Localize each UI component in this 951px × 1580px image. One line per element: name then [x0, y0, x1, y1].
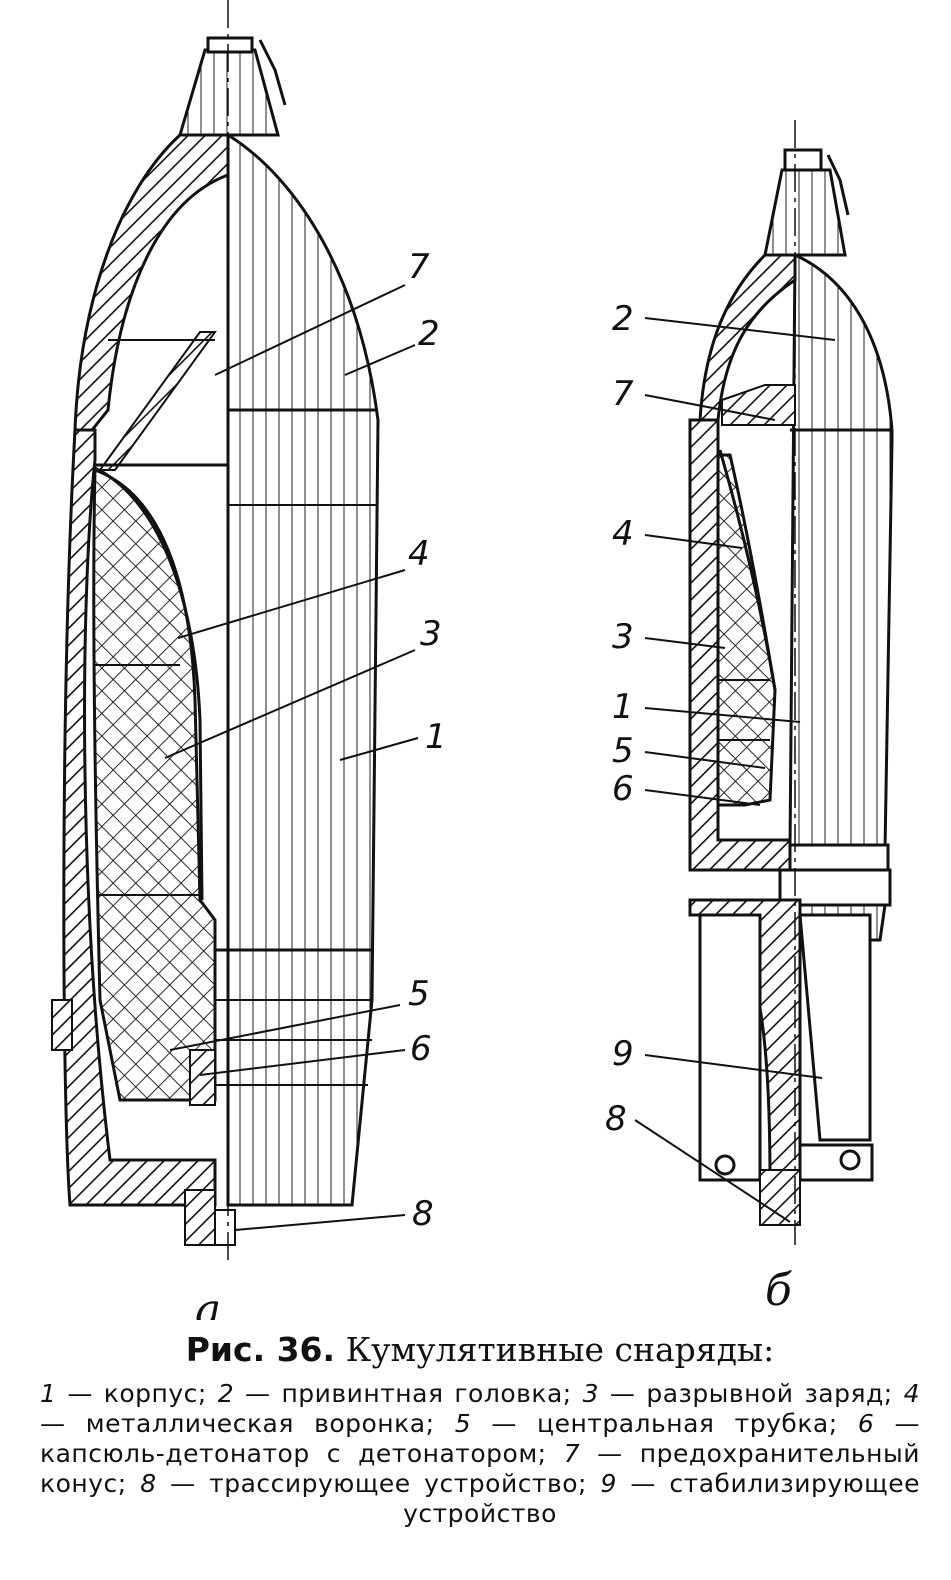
legend-text: — корпус;: [56, 1379, 218, 1408]
legend-number: 5: [454, 1409, 472, 1438]
legend-text: — разрывной заряд;: [599, 1379, 904, 1408]
shell-b-labels: 2 7 4 3 1 5 6 9 8 б: [605, 299, 792, 1316]
callout-a-3: 3: [420, 614, 442, 654]
subfigure-label-b: б: [765, 1265, 792, 1316]
callout-b-1: 1: [612, 687, 634, 727]
callout-a-4: 4: [408, 534, 430, 574]
callout-b-3: 3: [612, 617, 634, 657]
legend-number: 1: [40, 1379, 57, 1408]
legend-number: 4: [903, 1379, 921, 1408]
callout-a-8: 8: [412, 1194, 434, 1234]
shell-a-head-wall: [73, 133, 230, 432]
shell-b-exterior: [788, 252, 894, 852]
shell-a-exterior: [226, 132, 380, 1207]
callout-b-2: 2: [612, 299, 634, 339]
figure-caption: Рис. 36. Кумулятивные снаряды: 1 — корпу…: [40, 1330, 920, 1529]
legend-text: — центральная трубка;: [471, 1409, 858, 1438]
callout-a-2: 2: [418, 314, 440, 354]
callout-a-5: 5: [408, 974, 430, 1014]
legend-text: — предохранительный конус;: [40, 1439, 920, 1498]
shell-a: [51, 0, 380, 1260]
shell-a-body-wall: [62, 428, 217, 1207]
figure-title-text: Кумулятивные снаряды:: [345, 1330, 775, 1369]
shell-b: [688, 120, 894, 1245]
legend-number: 9: [600, 1469, 617, 1498]
callout-b-4: 4: [612, 514, 634, 554]
callout-b-5: 5: [612, 731, 634, 771]
shell-b-leaders: [634, 317, 836, 1223]
figure-legend: 1 — корпус; 2 — привинтная головка; 3 — …: [40, 1379, 920, 1529]
legend-number: 8: [140, 1469, 157, 1498]
callout-b-8: 8: [605, 1099, 627, 1139]
callout-b-6: 6: [612, 769, 634, 809]
callout-b-7: 7: [612, 374, 634, 414]
shell-a-fuze: [177, 48, 280, 137]
figure-number: Рис. 36.: [185, 1330, 336, 1369]
callout-a-7: 7: [408, 247, 430, 287]
legend-text: — привинтная головка;: [234, 1379, 583, 1408]
legend-number: 7: [563, 1439, 581, 1468]
callout-b-9: 9: [612, 1034, 634, 1074]
shell-b-charge: [716, 453, 777, 807]
legend-number: 2: [217, 1379, 235, 1408]
legend-text: — капсюль-детонатор с детонатором;: [40, 1409, 920, 1468]
legend-number: 3: [582, 1379, 600, 1408]
figure-title: Рис. 36. Кумулятивные снаряды:: [40, 1330, 920, 1369]
shell-a-charge: [92, 467, 217, 1102]
legend-text: — стабилизирующее устройство: [403, 1469, 920, 1528]
callout-a-6: 6: [410, 1029, 432, 1069]
shells-drawing: 7 2 4 3 1 5 6 8 а: [51, 0, 894, 1320]
legend-number: 6: [857, 1409, 875, 1438]
subfigure-label-a: а: [195, 1285, 221, 1320]
shell-a-labels: 7 2 4 3 1 5 6 8 а: [195, 247, 447, 1320]
shell-b-fuze: [763, 168, 847, 257]
legend-text: — металлическая воронка;: [40, 1409, 455, 1438]
callout-a-1: 1: [425, 717, 447, 757]
shell-a-leaders: [164, 284, 419, 1231]
legend-text: — трассирующее устройство;: [156, 1469, 601, 1498]
